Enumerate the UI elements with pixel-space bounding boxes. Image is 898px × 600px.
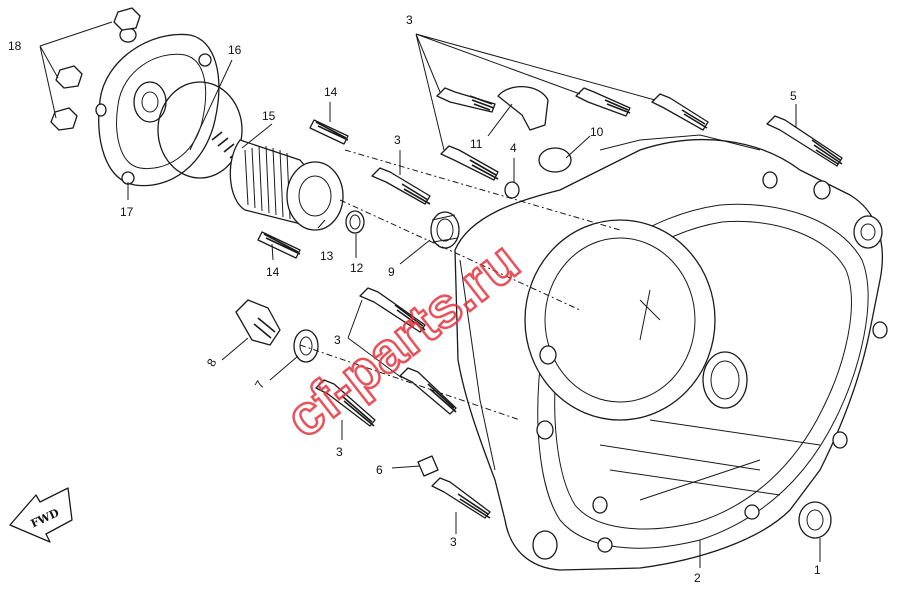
nuts-18 xyxy=(50,7,141,131)
callout-3-bottom: 3 xyxy=(450,535,457,549)
callout-5: 5 xyxy=(790,89,797,103)
oil-filter-13 xyxy=(229,139,344,231)
callout-1: 1 xyxy=(814,563,821,577)
callout-3-low: 3 xyxy=(336,445,343,459)
callout-9: 9 xyxy=(388,265,395,279)
forward-direction-arrow: FWD xyxy=(9,487,73,543)
callout-15: 15 xyxy=(262,109,276,123)
callout-labels: 18 16 15 14 14 17 13 12 9 3 3 3 3 3 11 4… xyxy=(8,13,821,585)
callout-3-mid: 3 xyxy=(394,133,401,147)
callout-8: 8 xyxy=(204,356,220,369)
spring-15 xyxy=(211,131,247,165)
bearing-9 xyxy=(430,211,460,249)
callout-3-left: 3 xyxy=(334,333,341,347)
callout-10: 10 xyxy=(590,125,604,139)
callout-12: 12 xyxy=(350,261,364,275)
o-ring-12 xyxy=(345,210,365,234)
callout-6: 6 xyxy=(376,463,383,477)
leader-lines xyxy=(39,21,821,568)
callout-16: 16 xyxy=(228,43,242,57)
callout-2: 2 xyxy=(694,571,701,585)
callout-14-top: 14 xyxy=(324,85,338,99)
callout-4: 4 xyxy=(510,141,517,155)
bolts xyxy=(235,85,843,539)
crankcase-cover xyxy=(454,134,888,571)
callout-18: 18 xyxy=(8,39,22,53)
callout-13: 13 xyxy=(320,249,334,263)
callout-17: 17 xyxy=(120,205,134,219)
filter-cover-17 xyxy=(95,27,220,187)
callout-3-top: 3 xyxy=(406,13,413,27)
callout-7: 7 xyxy=(252,378,268,391)
callout-14-bottom: 14 xyxy=(266,265,280,279)
o-ring-16 xyxy=(157,81,243,179)
callout-11: 11 xyxy=(470,137,483,151)
